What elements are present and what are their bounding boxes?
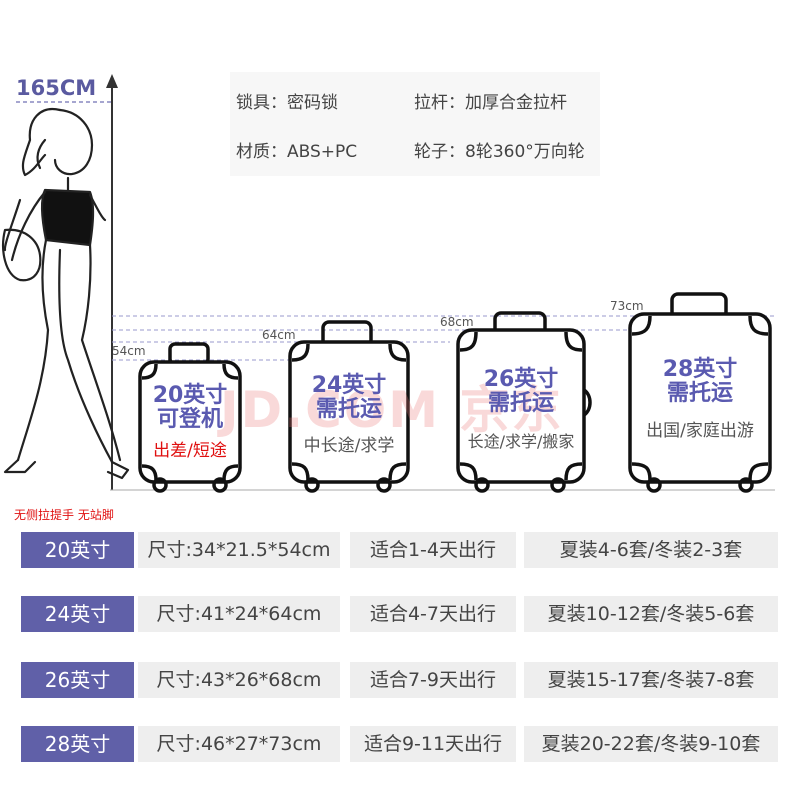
suitcase-20-use: 可登机 xyxy=(156,407,223,432)
suitcase-26-trip: 长途/求学/搬家 xyxy=(467,432,575,451)
measure-68: 68cm xyxy=(440,315,474,329)
suitcase-24-size: 24英寸 xyxy=(311,373,387,398)
row-26-label: 26英寸 xyxy=(21,662,134,698)
suitcase-28-size: 28英寸 xyxy=(662,357,738,382)
row-24-dims: 尺寸:41*24*64cm xyxy=(138,596,340,632)
note-text: 无侧拉提手 无站脚 xyxy=(14,508,114,522)
row-24-clothes: 夏装10-12套/冬装5-6套 xyxy=(524,596,778,632)
row-28-clothes: 夏装20-22套/冬装9-10套 xyxy=(524,726,778,762)
person-illustration xyxy=(2,107,130,480)
spec-lock: 锁具：密码锁 xyxy=(236,93,338,113)
row-26-clothes: 夏装15-17套/冬装7-8套 xyxy=(524,662,778,698)
row-28-days: 适合9-11天出行 xyxy=(350,726,516,762)
row-26-days: 适合7-9天出行 xyxy=(350,662,516,698)
spec-material: 材质：ABS+PC xyxy=(236,142,358,162)
row-28-dims: 尺寸:46*27*73cm xyxy=(138,726,340,762)
row-24-label: 24英寸 xyxy=(21,596,134,632)
suitcase-28-trip: 出国/家庭出游 xyxy=(646,421,754,441)
suitcase-26-use: 需托运 xyxy=(487,391,554,416)
row-20-dims: 尺寸:34*21.5*54cm xyxy=(138,532,340,568)
measure-73: 73cm xyxy=(610,299,644,313)
row-24-days: 适合4-7天出行 xyxy=(350,596,516,632)
spec-handle: 拉杆：加厚合金拉杆 xyxy=(414,93,567,113)
row-20-clothes: 夏装4-6套/冬装2-3套 xyxy=(524,532,778,568)
measure-64: 64cm xyxy=(262,328,296,342)
suitcase-24-trip: 中长途/求学 xyxy=(303,436,395,456)
suitcase-28-use: 需托运 xyxy=(666,381,733,406)
row-26-dims: 尺寸:43*26*68cm xyxy=(138,662,340,698)
measure-54: 54cm xyxy=(112,344,146,358)
row-20-label: 20英寸 xyxy=(21,532,134,568)
suitcase-20-trip: 出差/短途 xyxy=(153,441,227,461)
row-20-days: 适合1-4天出行 xyxy=(350,532,516,568)
specs-panel xyxy=(230,72,600,176)
height-label: 165CM xyxy=(16,76,97,100)
suitcase-24-use: 需托运 xyxy=(315,397,382,422)
watermark: JD.COM 京东 xyxy=(220,381,564,439)
suitcase-20-size: 20英寸 xyxy=(152,383,228,408)
suitcases-drawing xyxy=(138,292,772,493)
spec-wheels: 轮子：8轮360°万向轮 xyxy=(414,142,585,162)
suitcase-26-size: 26英寸 xyxy=(483,367,559,392)
row-28-label: 28英寸 xyxy=(21,726,134,762)
